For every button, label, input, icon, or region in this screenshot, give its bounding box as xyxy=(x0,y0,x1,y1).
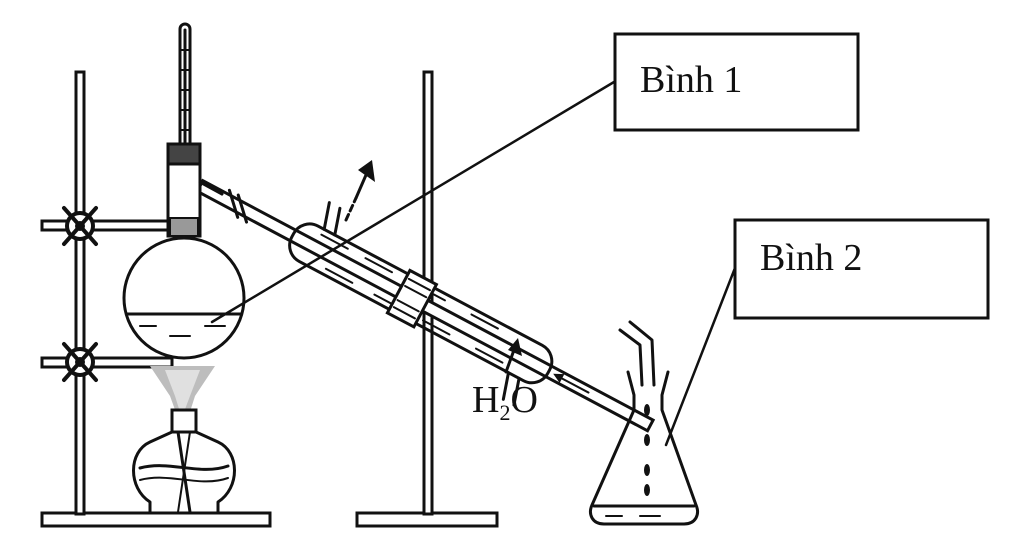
label-box-flask1 xyxy=(613,32,860,132)
droplet xyxy=(644,404,650,416)
spirit-burner xyxy=(132,408,236,515)
flask-neck-collar xyxy=(169,217,199,237)
droplet xyxy=(644,464,650,476)
label-bình-2: Bình 2 xyxy=(664,218,990,447)
water-in-arrow xyxy=(504,338,522,374)
water-label-subscript: 2 xyxy=(499,400,510,425)
left-stand-rod xyxy=(74,70,86,516)
water-label-h: H xyxy=(472,379,499,421)
flask-stopper xyxy=(166,142,202,166)
condenser xyxy=(195,178,656,433)
water-out-arrow xyxy=(344,160,375,222)
water-label-o: O xyxy=(510,379,537,421)
delivery-tube xyxy=(618,320,656,387)
water-label: H2O xyxy=(472,379,538,425)
label-text-flask1: Bình 1 xyxy=(640,59,742,101)
receiving-flask-outline xyxy=(589,370,699,526)
burner-wick-holder xyxy=(170,408,198,434)
droplet xyxy=(644,434,650,446)
lower-clamp-knob xyxy=(62,342,98,382)
upper-clamp-arm xyxy=(40,219,174,232)
upper-clamp-knob xyxy=(62,206,98,246)
burner-flame xyxy=(150,366,215,418)
label-text-flask2: Bình 2 xyxy=(760,237,862,279)
condenser-clamp xyxy=(385,268,439,329)
lower-clamp-arm xyxy=(40,356,174,369)
flask-bulb xyxy=(122,236,246,360)
leader-line-flask1 xyxy=(210,80,616,324)
leader-line-flask2 xyxy=(664,266,737,447)
label-bình-1: Bình 1 xyxy=(210,32,860,324)
label-box-flask2 xyxy=(733,218,990,320)
burner-body xyxy=(132,430,236,515)
distillation-flask xyxy=(122,142,246,360)
droplet xyxy=(644,484,650,496)
receiving-flask xyxy=(589,370,699,526)
left-stand xyxy=(40,70,272,528)
